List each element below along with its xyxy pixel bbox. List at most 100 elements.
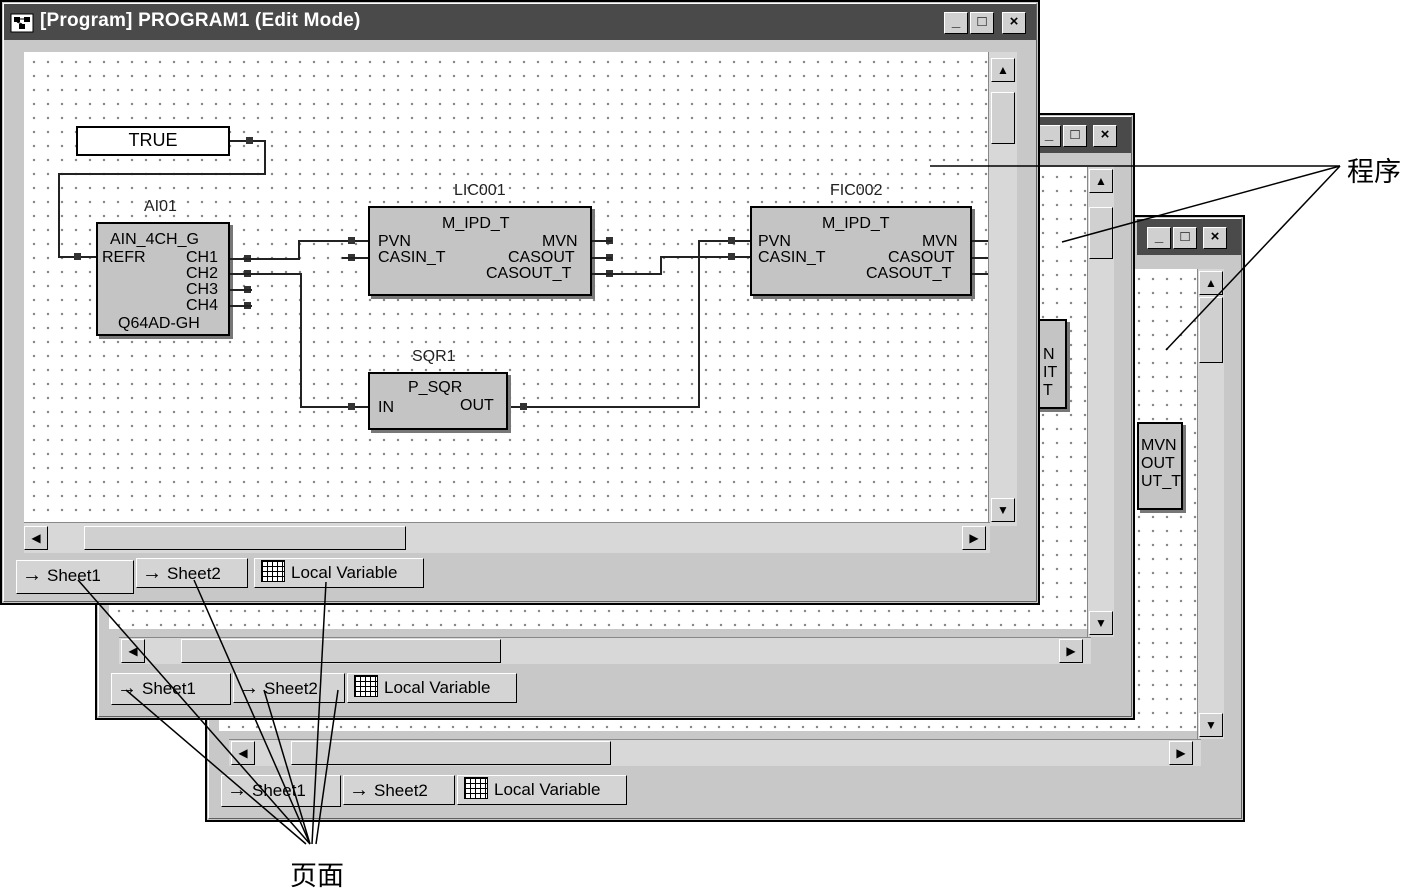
- scroll-thumb[interactable]: [181, 639, 501, 663]
- scroll-thumb[interactable]: [991, 92, 1015, 144]
- tab-label: Local Variable: [291, 563, 398, 582]
- pin-label: N: [1043, 346, 1055, 363]
- wire: [592, 257, 612, 259]
- program-window-1: [Program] PROGRAM1 (Edit Mode) _ □ × ▲ ▼…: [0, 0, 1040, 605]
- tab-sheet2[interactable]: → Sheet2: [136, 558, 248, 588]
- maximize-button[interactable]: □: [1063, 125, 1087, 147]
- scroll-thumb[interactable]: [291, 741, 611, 765]
- wire: [698, 240, 750, 242]
- close-button[interactable]: ×: [1203, 227, 1227, 249]
- wire: [300, 406, 368, 408]
- title-bar[interactable]: _ □ ×: [1137, 219, 1241, 255]
- scroll-up-button[interactable]: ▲: [991, 58, 1015, 82]
- true-constant[interactable]: TRUE: [76, 126, 230, 156]
- function-block-lic001[interactable]: M_IPD_T PVN CASIN_T MVN CASOUT CASOUT_T: [368, 206, 592, 296]
- wire: [300, 273, 302, 408]
- function-block-fic002[interactable]: M_IPD_T PVN CASIN_T MVN CASOUT CASOUT_T: [750, 206, 972, 296]
- function-block[interactable]: N IT T: [1037, 319, 1067, 409]
- tab-sheet1[interactable]: → Sheet1: [221, 775, 341, 807]
- scroll-down-button[interactable]: ▼: [1199, 713, 1223, 737]
- maximize-button[interactable]: □: [1173, 227, 1197, 249]
- wire: [58, 173, 266, 175]
- vertical-scrollbar[interactable]: ▲ ▼: [988, 52, 1017, 526]
- scroll-thumb[interactable]: [1199, 297, 1223, 363]
- title-bar[interactable]: [Program] PROGRAM1 (Edit Mode) _ □ ×: [4, 4, 1036, 40]
- pin-label: MVN: [1141, 437, 1177, 454]
- scroll-right-button[interactable]: ▶: [1169, 741, 1193, 765]
- vertical-scrollbar[interactable]: ▲ ▼: [1087, 167, 1114, 637]
- pin-label: CASOUT_T: [866, 265, 952, 282]
- wire: [972, 240, 988, 242]
- tab-sheet1[interactable]: →Sheet1: [16, 560, 134, 594]
- wire: [264, 140, 266, 174]
- tab-label: Sheet2: [167, 564, 221, 583]
- block-instance-name: LIC001: [454, 182, 506, 199]
- callout-page-label: 页面: [290, 861, 344, 892]
- pin-label: CH4: [186, 297, 219, 314]
- scroll-left-button[interactable]: ◀: [24, 526, 48, 550]
- function-block[interactable]: MVN OUT UT_T: [1137, 422, 1183, 510]
- pin-label: PVN: [758, 233, 791, 250]
- wire: [298, 240, 300, 260]
- tab-label: Sheet2: [264, 679, 318, 698]
- close-button[interactable]: ×: [1002, 12, 1026, 34]
- wire: [660, 256, 750, 258]
- block-instance-name: AI01: [144, 198, 177, 215]
- output-pin: [520, 403, 527, 410]
- tab-sheet1[interactable]: → Sheet1: [111, 673, 231, 705]
- scroll-left-button[interactable]: ◀: [231, 741, 255, 765]
- title-bar[interactable]: _ □ ×: [1027, 117, 1131, 153]
- block-type: AIN_4CH_G: [110, 231, 199, 248]
- pin-label: MVN: [922, 233, 958, 250]
- input-pin: [728, 237, 735, 244]
- pin-label: CASOUT: [888, 249, 955, 266]
- tab-sheet2[interactable]: →Sheet2: [343, 775, 455, 805]
- tab-local-variable[interactable]: Local Variable: [254, 558, 424, 588]
- vertical-scrollbar[interactable]: ▲ ▼: [1197, 269, 1224, 739]
- tab-label: Sheet1: [252, 781, 306, 800]
- input-pin: [728, 253, 735, 260]
- scroll-thumb[interactable]: [84, 526, 406, 550]
- window-title: [Program] PROGRAM1 (Edit Mode): [40, 10, 361, 31]
- arrow-right-icon: →: [227, 779, 247, 801]
- variable-table-icon: [354, 675, 378, 697]
- tab-sheet2[interactable]: →Sheet2: [233, 673, 345, 703]
- tab-label: Local Variable: [494, 780, 601, 799]
- horizontal-scrollbar[interactable]: ◀ ▶: [119, 637, 1091, 664]
- function-block-ai01[interactable]: AIN_4CH_G REFR CH1 CH2 CH3 CH4 Q64AD-GH: [96, 222, 230, 336]
- scroll-right-button[interactable]: ▶: [1059, 639, 1083, 663]
- maximize-button[interactable]: □: [970, 12, 994, 34]
- pin-label: CASIN_T: [758, 249, 826, 266]
- tab-label: Sheet1: [142, 679, 196, 698]
- close-button[interactable]: ×: [1093, 125, 1117, 147]
- function-block-sqr1[interactable]: P_SQR IN OUT: [368, 372, 508, 430]
- scroll-down-button[interactable]: ▼: [991, 498, 1015, 522]
- wire: [250, 273, 302, 275]
- tab-label: Sheet2: [374, 781, 428, 800]
- pin-label: T: [1043, 382, 1053, 399]
- scroll-thumb[interactable]: [1089, 207, 1113, 259]
- minimize-button[interactable]: _: [1147, 227, 1171, 249]
- scroll-up-button[interactable]: ▲: [1199, 271, 1223, 295]
- tab-local-variable[interactable]: Local Variable: [457, 775, 627, 805]
- tab-local-variable[interactable]: Local Variable: [347, 673, 517, 703]
- horizontal-scrollbar[interactable]: ◀ ▶: [24, 522, 990, 553]
- horizontal-scrollbar[interactable]: ◀ ▶: [229, 739, 1201, 766]
- pin-label: CASIN_T: [378, 249, 446, 266]
- scroll-down-button[interactable]: ▼: [1089, 611, 1113, 635]
- scroll-left-button[interactable]: ◀: [121, 639, 145, 663]
- wire: [342, 257, 368, 259]
- wire: [592, 273, 662, 275]
- minimize-button[interactable]: _: [944, 12, 968, 34]
- scroll-up-button[interactable]: ▲: [1089, 169, 1113, 193]
- pin-label: CH2: [186, 265, 219, 282]
- wire: [592, 240, 612, 242]
- arrow-right-icon: →: [117, 677, 137, 699]
- wire: [660, 256, 662, 275]
- minimize-button[interactable]: _: [1037, 125, 1061, 147]
- scroll-right-button[interactable]: ▶: [962, 526, 986, 550]
- wire: [230, 289, 252, 291]
- wire: [230, 258, 252, 260]
- arrow-right-icon: →: [142, 562, 162, 584]
- block-type: M_IPD_T: [442, 215, 510, 232]
